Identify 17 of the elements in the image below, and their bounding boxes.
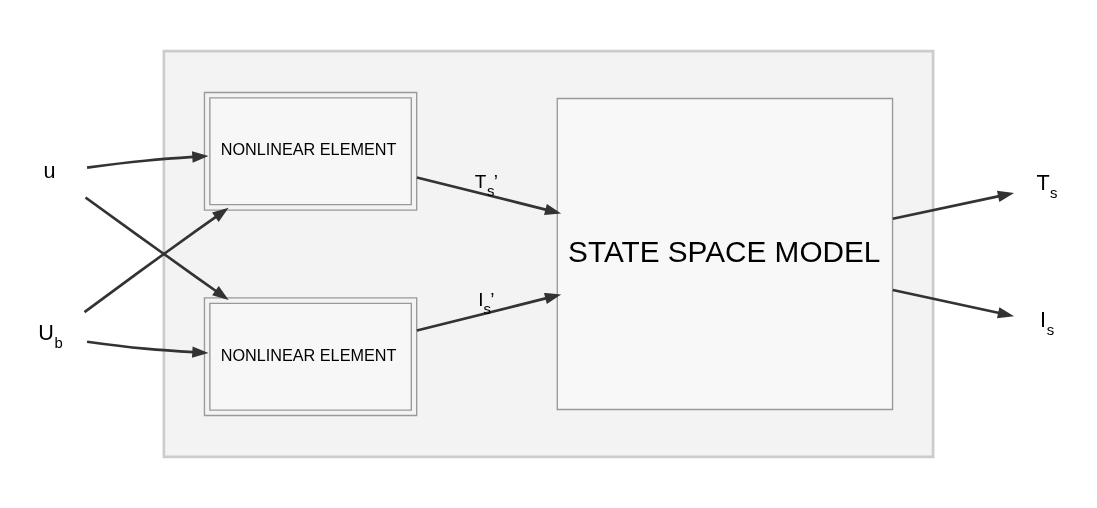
arrow [892,190,1015,221]
node-box: STATE SPACE MODEL [556,97,894,411]
arrow [416,292,562,332]
arrow [892,288,1015,319]
arrow [86,340,209,358]
arrow [83,207,229,314]
node-text: I$_{s}$ [1039,306,1055,338]
arrow [416,176,562,216]
node-text: T$_{s}$ [1036,170,1058,202]
node-text: u [43,158,56,184]
cluster [162,49,935,459]
node-text: U$_{b}$ [38,320,63,352]
arrow [86,151,209,169]
edge-label: T$_{s}$’ [474,171,498,200]
node-box: NONLINEAR ELEMENT [203,91,418,211]
arrow [84,196,229,301]
node-box: NONLINEAR ELEMENT [203,297,418,417]
